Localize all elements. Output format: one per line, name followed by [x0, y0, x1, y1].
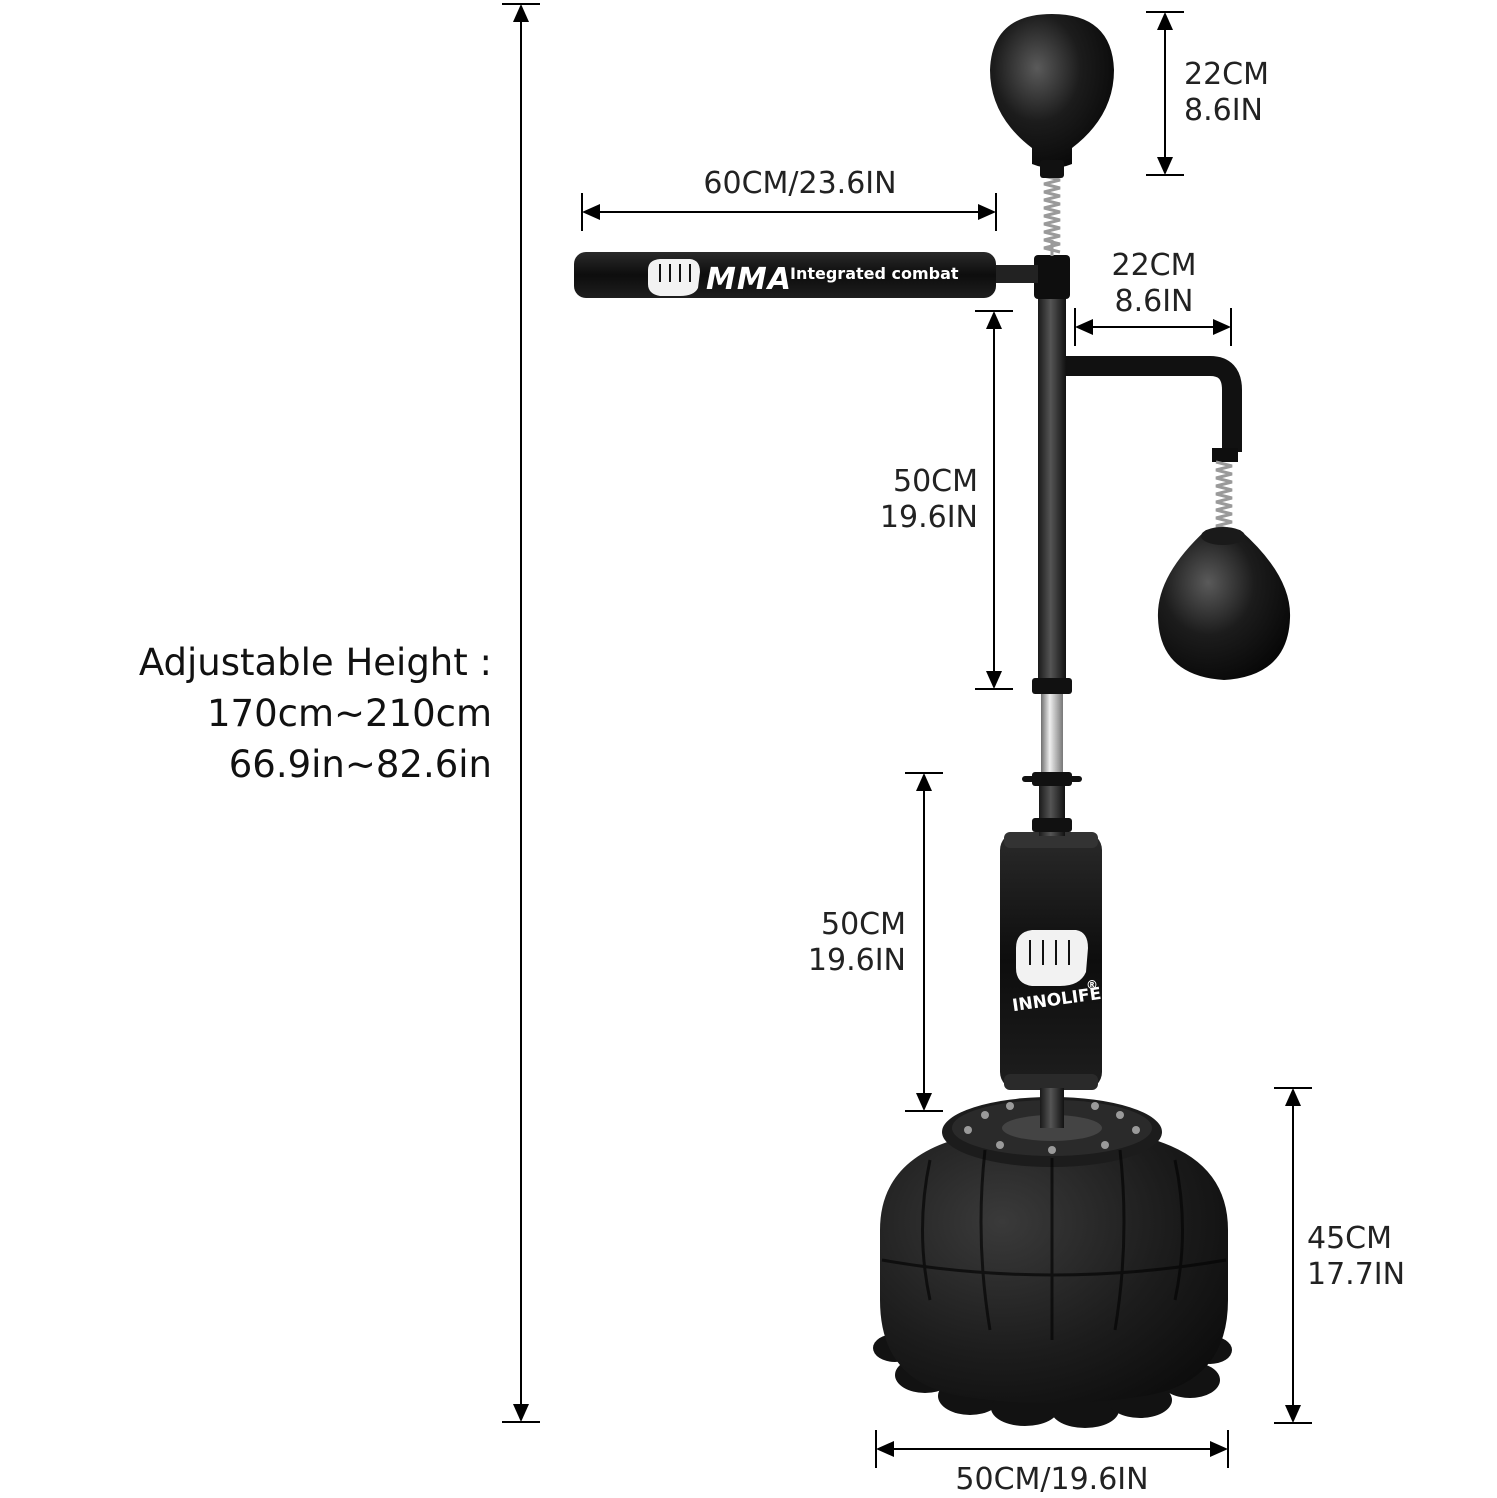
- top-ball-dimension-label: 22CM 8.6IN: [1184, 57, 1269, 129]
- lower-pole-dimension-label: 50CM 19.6IN: [808, 907, 906, 979]
- total-height-dimension-line: [502, 3, 540, 1423]
- adjustable-height-imperial: 66.9in~82.6in: [228, 743, 492, 786]
- upper-pole-dimension-label: 50CM 19.6IN: [880, 464, 978, 536]
- adjustable-height-metric: 170cm~210cm: [206, 692, 492, 735]
- innolife-fist-logo: [1016, 930, 1088, 986]
- lower-pole-dimension-line: [905, 772, 943, 1112]
- adjustable-height-label: Adjustable Height : 170cm~210cm 66.9in~8…: [139, 637, 492, 790]
- top-ball-imperial: 8.6IN: [1184, 93, 1263, 128]
- dimension-lines: [502, 3, 1312, 1468]
- padded-arm: [574, 252, 1038, 298]
- arm-pad-brand: MMA: [706, 262, 792, 297]
- lower-pole-imperial: 19.6IN: [807, 943, 906, 978]
- bent-arm-metric: 22CM: [1111, 248, 1197, 283]
- base-height-dimension-line: [1274, 1087, 1312, 1424]
- arm-length-dimension-line: [581, 193, 997, 231]
- bent-arm: [1066, 356, 1242, 462]
- top-ball-dimension-line: [1146, 11, 1184, 176]
- hanging-speed-ball: [1157, 527, 1291, 680]
- upper-pole-metric: 50CM: [892, 464, 978, 499]
- mma-fist-logo: [648, 259, 700, 296]
- trademark-symbol: ®: [1086, 978, 1098, 992]
- weighted-base: [880, 1097, 1228, 1404]
- lower-pole-pad: [1000, 832, 1102, 1090]
- bent-arm-imperial: 8.6IN: [1114, 284, 1194, 319]
- hanging-spring: [1215, 460, 1233, 536]
- base-width-dimension-label: 50CM/19.6IN: [955, 1462, 1149, 1497]
- base-width-dimension-line: [875, 1430, 1229, 1468]
- top-spring: [1043, 174, 1061, 256]
- bent-arm-dimension-line: [1074, 308, 1232, 346]
- top-speed-ball: [990, 14, 1114, 178]
- base-height-dimension-label: 45CM 17.7IN: [1307, 1221, 1405, 1293]
- lower-pole-metric: 50CM: [820, 907, 906, 942]
- top-ball-metric: 22CM: [1184, 57, 1270, 92]
- arm-pad-text: Integrated combat: [790, 264, 959, 283]
- upper-pole-imperial: 19.6IN: [879, 500, 978, 535]
- arm-length-dimension-label: 60CM/23.6IN: [703, 166, 897, 201]
- adjustable-height-title: Adjustable Height :: [138, 641, 492, 684]
- base-height-metric: 45CM: [1307, 1221, 1393, 1256]
- pole-assembly: [1022, 255, 1082, 1128]
- upper-pole-dimension-line: [975, 310, 1013, 690]
- bent-arm-dimension-label: 22CM 8.6IN: [1094, 248, 1214, 320]
- base-height-imperial: 17.7IN: [1307, 1257, 1406, 1292]
